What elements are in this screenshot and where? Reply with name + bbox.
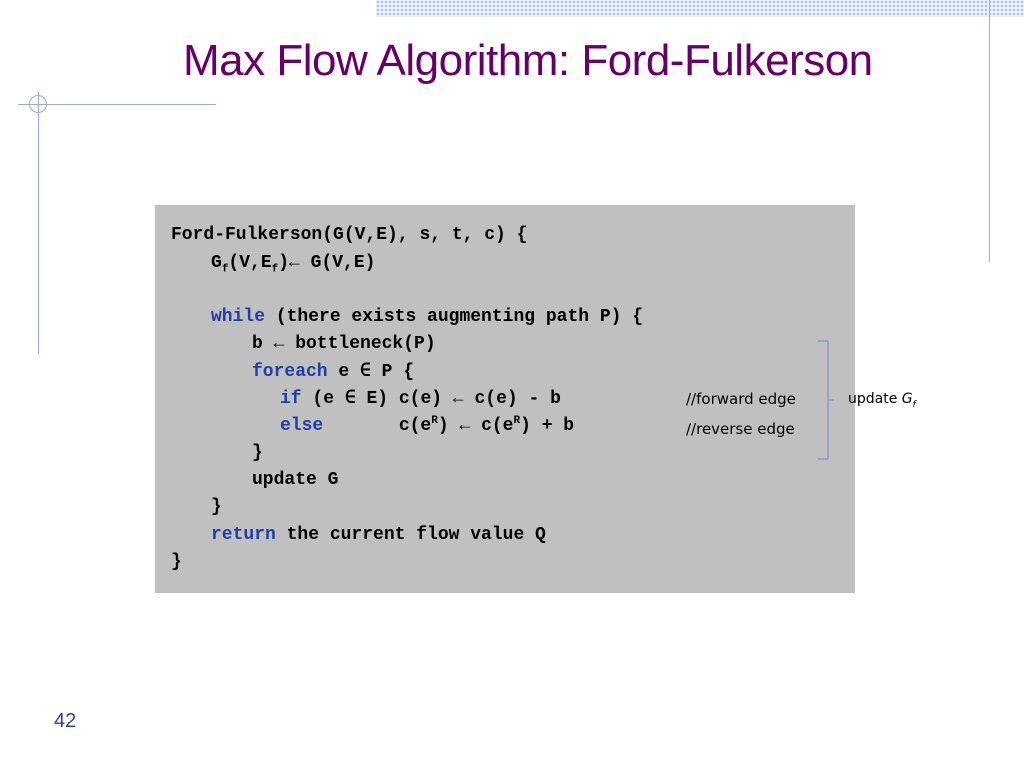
reverse-superscript: R (431, 415, 438, 427)
decorative-vertical-line-right (989, 0, 990, 262)
keyword-if: if (280, 389, 302, 409)
while-condition: (there exists augmenting path P) { (265, 307, 644, 327)
code-line-if: if (e ∈ E) c(e) ← c(e) - b (280, 389, 561, 409)
reverse-edge-comment: //reverse edge (686, 420, 795, 438)
code-line-else: else c(eR) ← c(eR) + b (280, 415, 575, 437)
else-rhs: ) + b (520, 416, 575, 436)
keyword-while: while (211, 307, 266, 327)
slide-title: Max Flow Algorithm: Ford-Fulkerson (183, 36, 873, 85)
update-residual-label: update Gf (848, 391, 916, 410)
code-line-update: update G (252, 470, 338, 490)
code-line-foreach: foreach e ∈ P { (252, 362, 414, 382)
closing-brace: } (211, 497, 222, 517)
page-number: 42 (54, 710, 77, 732)
keyword-else: else (280, 416, 324, 436)
residual-graph-symbol: G (211, 253, 222, 273)
function-signature: Ford-Fulkerson(G(V,E), s, t, c) { (171, 225, 528, 245)
keyword-foreach: foreach (252, 362, 328, 382)
decorative-vertical-line-left (38, 92, 39, 354)
else-assign: ) ← c(e (437, 416, 514, 436)
update-graph-symbol: G (901, 391, 913, 407)
forward-edge-comment: //forward edge (686, 390, 796, 408)
code-line-residual-init: Gf(V,Ef)← G(V,E) (211, 253, 376, 276)
header-dotted-band (376, 0, 1024, 17)
decorative-circle (29, 95, 47, 113)
residual-vertex-edge: (V,E (228, 253, 272, 273)
return-statement: the current flow value Q (275, 525, 546, 545)
right-brace-icon (818, 340, 834, 460)
else-lhs: c(e (323, 416, 432, 436)
code-line-while: while (there exists augmenting path P) { (211, 307, 643, 327)
if-statement: (e ∈ E) c(e) ← c(e) - b (301, 389, 561, 409)
foreach-condition: e ∈ P { (327, 362, 415, 382)
code-line-return: return the current flow value Q (211, 525, 546, 545)
residual-edge-subscript: f (271, 263, 279, 276)
update-label-text: update (848, 391, 902, 407)
closing-brace: } (171, 552, 182, 572)
update-statement: update G (252, 470, 339, 490)
bottleneck-assignment: b ← bottleneck(P) (252, 334, 436, 354)
update-subscript: f (912, 399, 916, 410)
code-line-close-function: } (171, 552, 182, 572)
decorative-horizontal-line (18, 104, 216, 105)
closing-brace: } (252, 443, 263, 463)
residual-assignment: )← G(V,E) (278, 253, 376, 273)
reverse-superscript-rhs: R (513, 415, 521, 427)
code-line-close-while: } (211, 497, 222, 517)
pseudocode-box (155, 205, 855, 593)
residual-subscript: f (221, 263, 229, 276)
keyword-return: return (211, 525, 276, 545)
code-line-bottleneck: b ← bottleneck(P) (252, 334, 436, 354)
code-line-signature: Ford-Fulkerson(G(V,E), s, t, c) { (171, 225, 527, 245)
code-line-close-foreach: } (252, 443, 263, 463)
